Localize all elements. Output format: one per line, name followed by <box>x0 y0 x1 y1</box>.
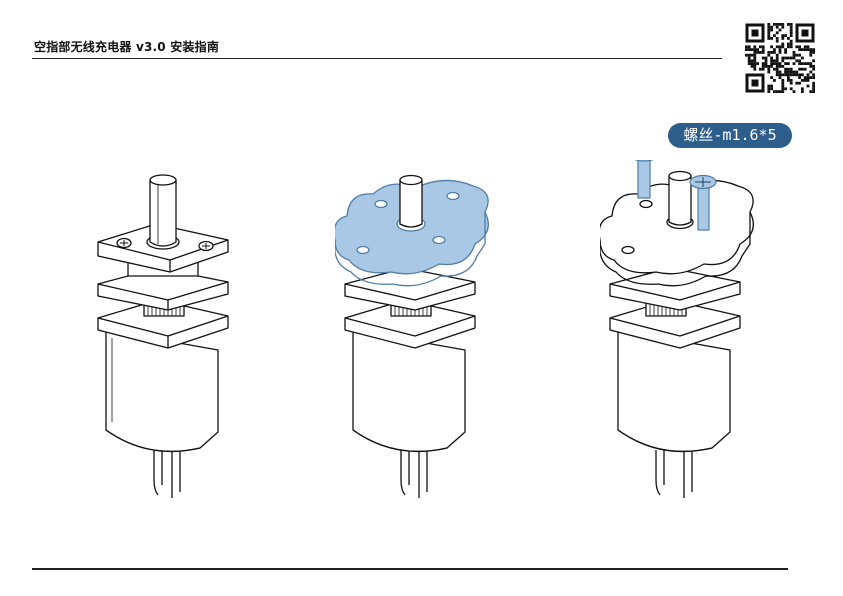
page-title: 空指部无线充电器 v3.0 安装指南 <box>34 40 220 54</box>
mount-plate <box>335 179 489 287</box>
screw-icon <box>634 160 654 199</box>
screw-icon <box>689 174 717 231</box>
motor-gearbox-illustration <box>97 174 229 498</box>
qr-code-icon <box>745 23 815 93</box>
motor-screws-illustration <box>600 160 754 498</box>
footer-rule <box>32 568 788 570</box>
header-rule <box>32 58 722 59</box>
motor-mount-plate-illustration <box>335 174 489 498</box>
step-2-figure <box>335 160 495 510</box>
step-3-figure <box>600 160 760 510</box>
screw-spec-badge: 螺丝-m1.6*5 <box>668 123 792 148</box>
step-1-figure <box>88 160 248 510</box>
